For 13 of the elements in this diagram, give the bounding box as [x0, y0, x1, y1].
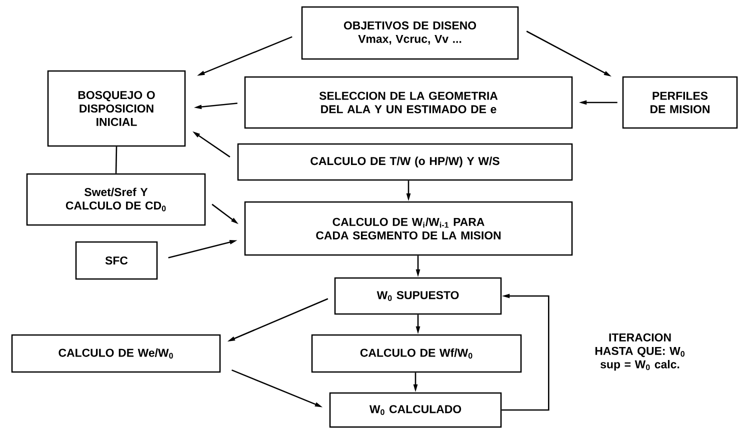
process-box: PERFILES DE MISION [622, 76, 738, 129]
process-box: SFC [75, 241, 158, 280]
process-box: Swet/Sref Y CALCULO DE CD$_{0}$ [26, 173, 206, 226]
process-box: CALCULO DE T/W (o HP/W) Y W/S [237, 143, 573, 181]
process-box: CALCULO DE Wf/W$_{0}$ [311, 334, 522, 373]
process-box: W$_{0}$ SUPUESTO [334, 277, 502, 315]
process-box: W$_{0}$ CALCULADO [329, 392, 502, 428]
process-box: SELECCION DE LA GEOMETRIA DEL ALA Y UN ESTIMADO DE e [244, 76, 573, 129]
process-box: CALCULO DE W$_{i}$/W$_{i-1}$ PARA CADA SEGMENTO DE LA MISION [244, 201, 573, 256]
process-box: CALCULO DE We/W$_{0}$ [11, 334, 221, 373]
process-box: BOSQUEJO O DISPOSICION INICIAL [47, 70, 186, 147]
process-box: OBJETIVOS DE DISENO Vmax, Vcruc, Vv ... [301, 6, 519, 60]
note-text: ITERACION HASTA QUE: W$_{0}$ sup = W$_{0}$ calc. [595, 333, 684, 371]
